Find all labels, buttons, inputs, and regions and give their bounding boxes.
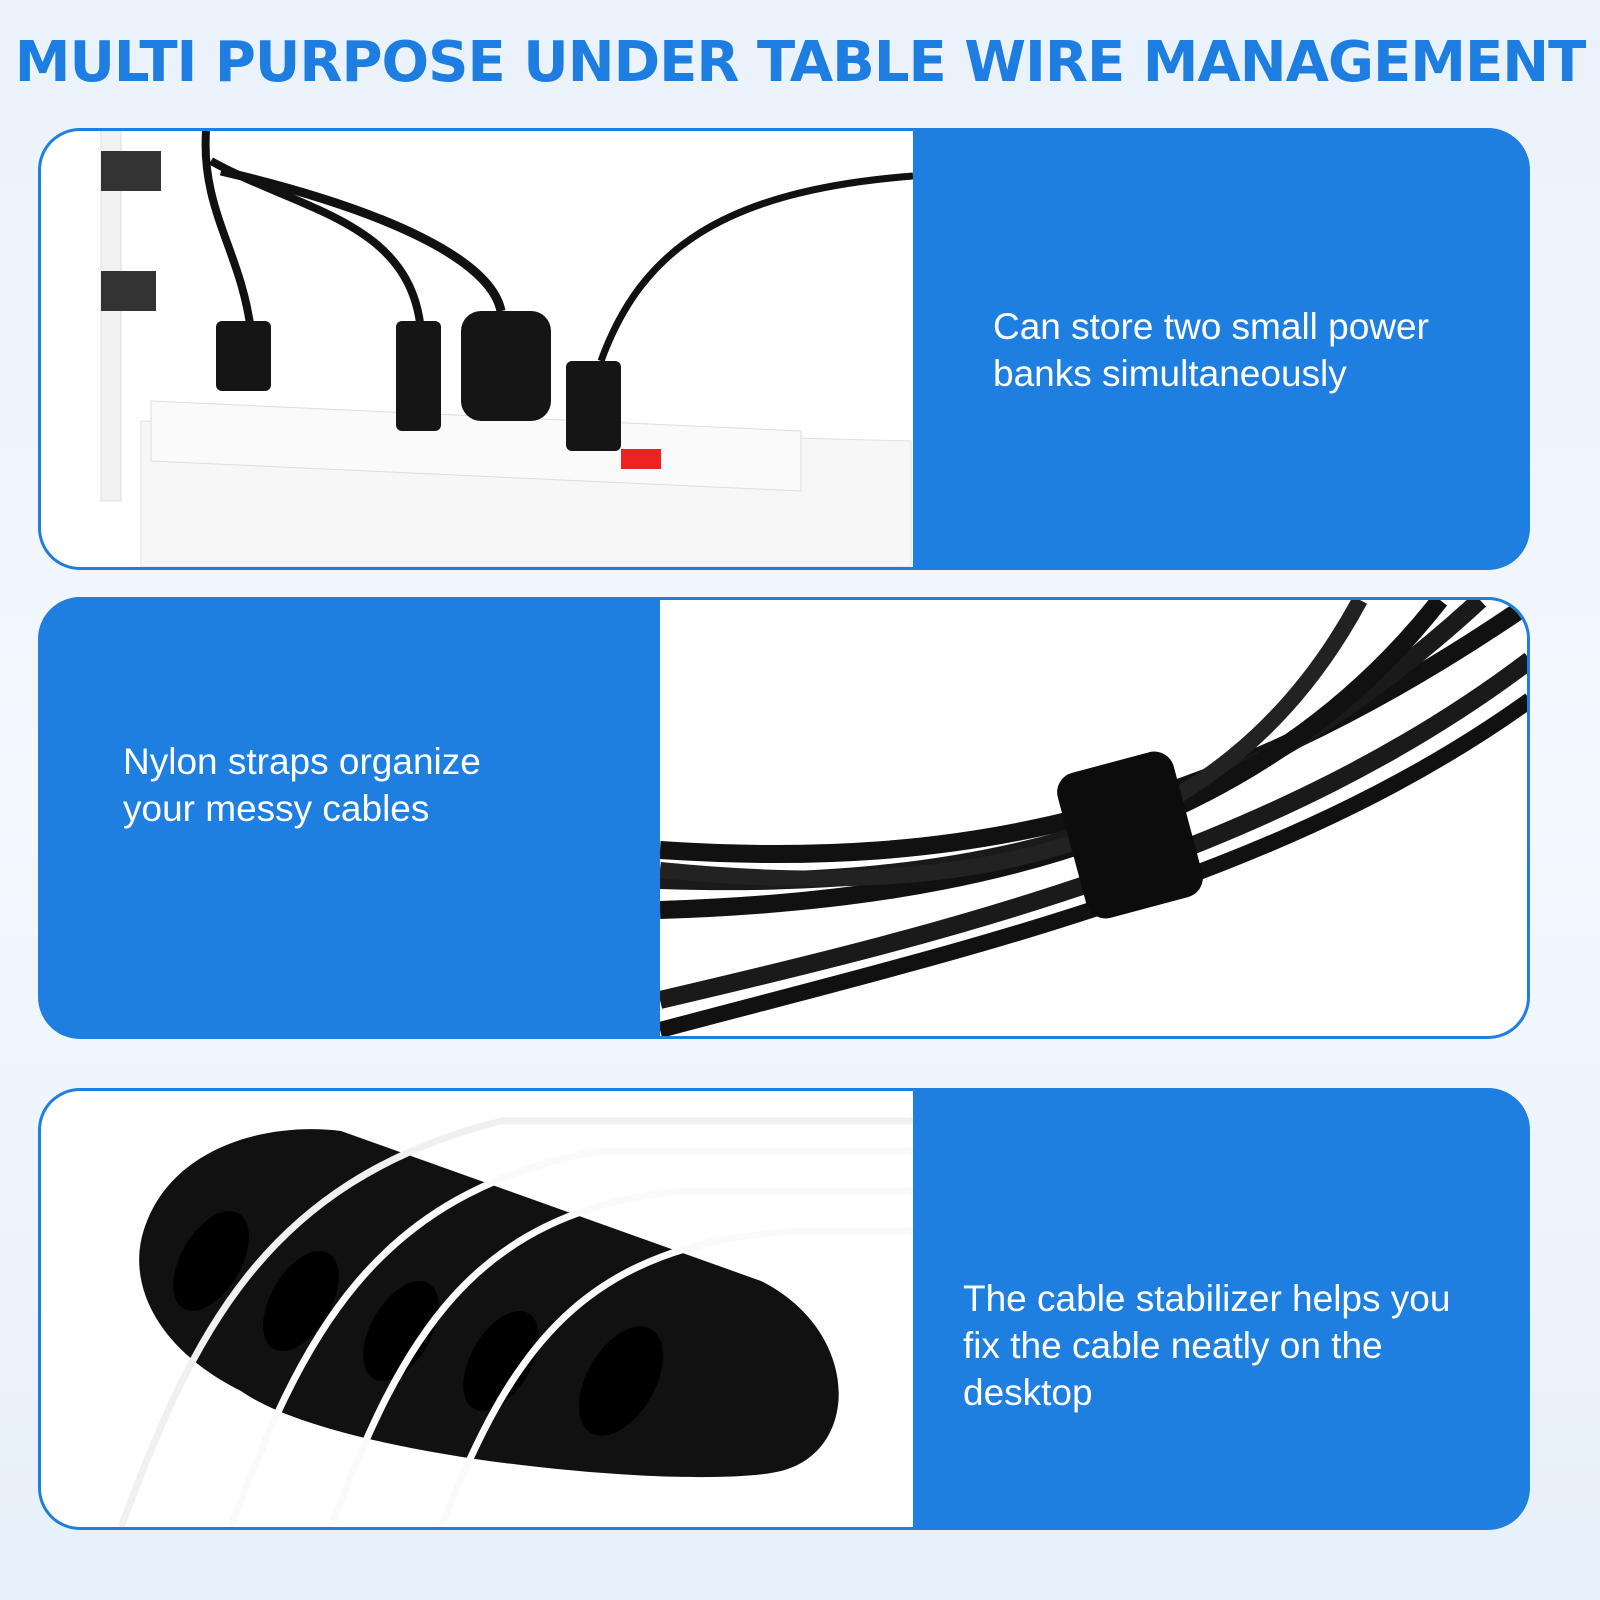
text-line: banks simultaneously: [993, 353, 1347, 394]
feature-text-power-banks: Can store two small power banks simultan…: [993, 303, 1429, 397]
feature-panel-power-strip: Can store two small power banks simultan…: [38, 128, 1530, 570]
text-line: Can store two small power: [993, 306, 1429, 347]
feature-text-cable-stabilizer: The cable stabilizer helps you fix the c…: [963, 1275, 1450, 1416]
feature-text-nylon-straps: Nylon straps organize your messy cables: [123, 738, 481, 832]
text-line: your messy cables: [123, 788, 430, 829]
page-title: MULTI PURPOSE UNDER TABLE WIRE MANAGEMEN…: [14, 30, 1587, 95]
feature-panel-nylon-straps: Nylon straps organize your messy cables: [38, 597, 1530, 1039]
text-line: Nylon straps organize: [123, 741, 481, 782]
text-line: fix the cable neatly on the: [963, 1325, 1383, 1366]
cable-clip-image: [41, 1091, 913, 1527]
power-strip-tray-image: [41, 131, 913, 567]
text-line: desktop: [963, 1372, 1093, 1413]
text-line: The cable stabilizer helps you: [963, 1278, 1451, 1319]
cable-strap-image: [660, 600, 1527, 1036]
feature-panel-cable-stabilizer: The cable stabilizer helps you fix the c…: [38, 1088, 1530, 1530]
